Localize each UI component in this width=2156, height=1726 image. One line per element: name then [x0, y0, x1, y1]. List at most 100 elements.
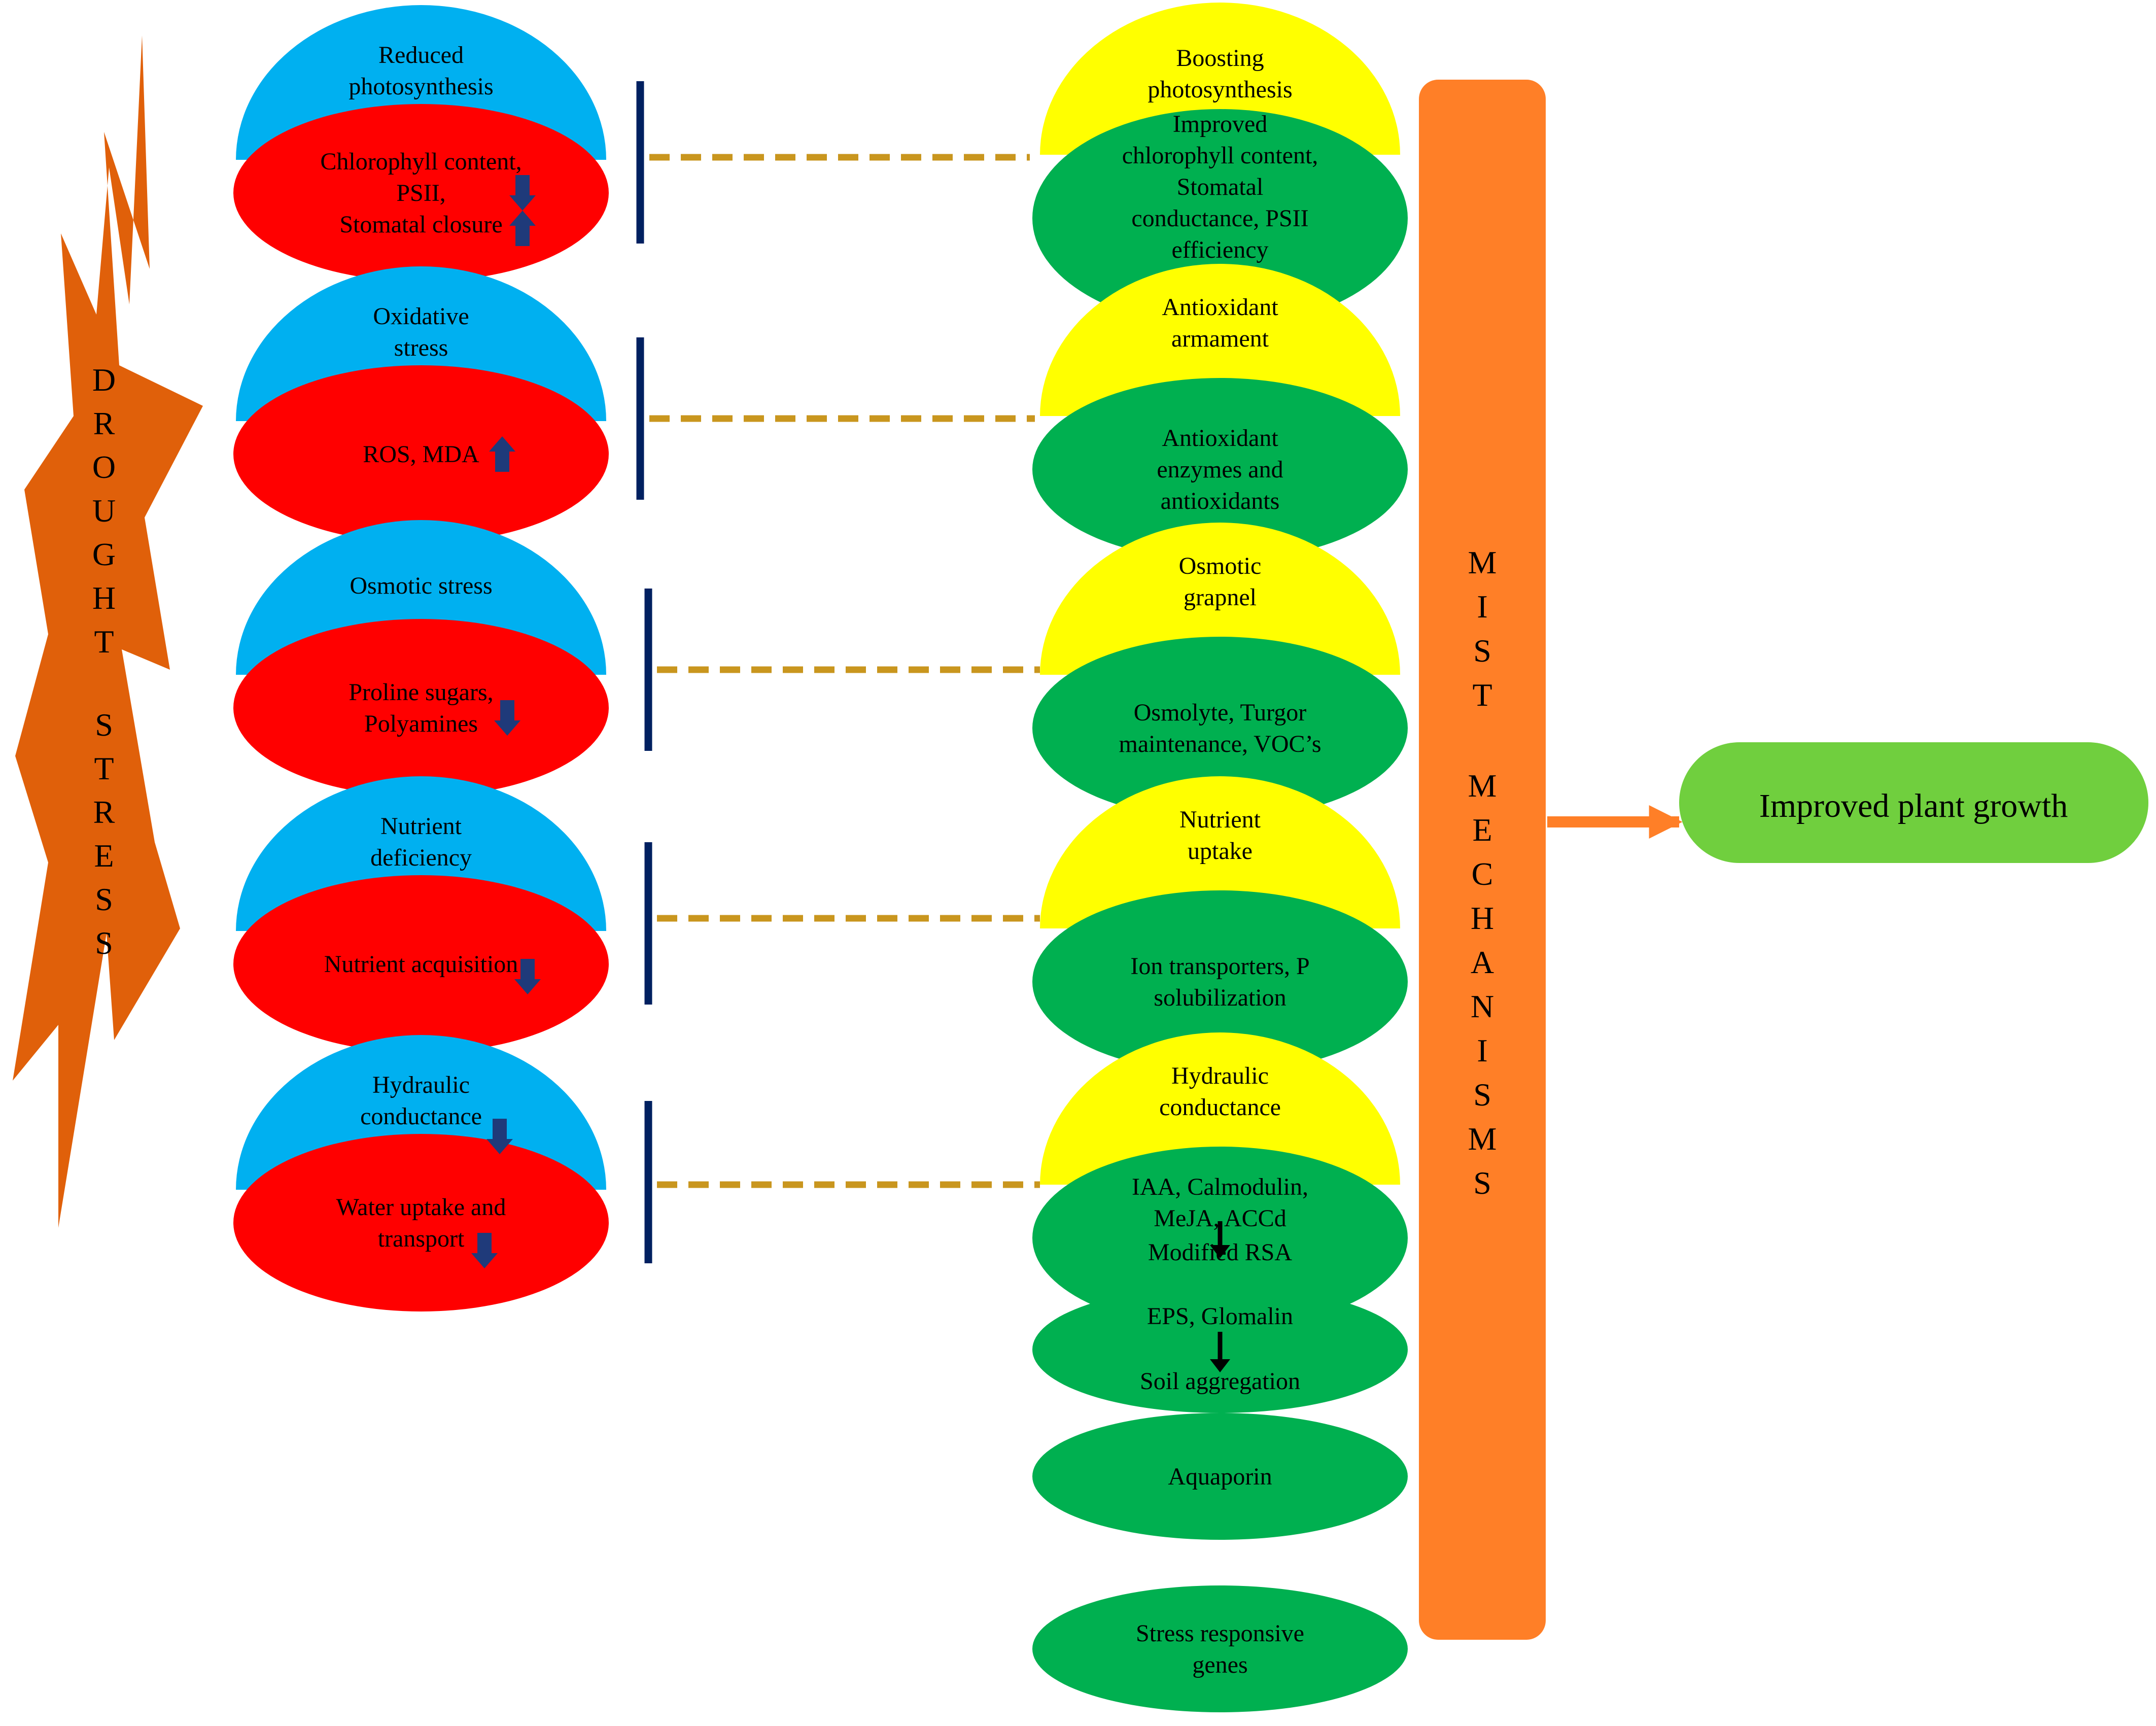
response-base-label: solubilization: [1154, 984, 1286, 1011]
arrow-down-icon: [494, 700, 520, 736]
response-base-label: Osmolyte, Turgor: [1134, 699, 1307, 726]
response-base-label: Ion transporters, P: [1130, 953, 1309, 980]
stress-base: [233, 875, 609, 1053]
drought-letter: S: [95, 925, 113, 961]
dashed-connectors: [649, 154, 1040, 1188]
mechanism-oval: Aquaporin: [1032, 1413, 1408, 1540]
drought-letter: O: [92, 449, 116, 485]
mist-letter: I: [1477, 1032, 1487, 1068]
mist-letter: M: [1468, 768, 1497, 804]
mist-letter: T: [1472, 677, 1492, 713]
response-base-label: Improved: [1173, 111, 1268, 137]
stress-cap-label: deficiency: [370, 844, 472, 871]
response-base-label: IAA, Calmodulin,: [1132, 1173, 1308, 1200]
mechanism-oval-shape: [1032, 1585, 1408, 1712]
stress-cap-label: Oxidative: [373, 303, 469, 330]
outcome-label: Improved plant growth: [1759, 787, 2068, 824]
response-base-label: antioxidants: [1161, 488, 1280, 514]
drought-letter: T: [94, 624, 114, 660]
mechanism-label: genes: [1192, 1651, 1247, 1678]
response-cap-label: Osmotic: [1179, 553, 1262, 579]
mist-letter: H: [1471, 900, 1494, 936]
stress-cap-label: stress: [394, 334, 448, 361]
drought-letter: S: [95, 707, 113, 743]
arrow-down-icon: [509, 175, 536, 211]
response-base: [1032, 378, 1408, 561]
stress-base-label: ROS, MDA: [363, 441, 479, 468]
response-cap-label: photosynthesis: [1147, 76, 1292, 103]
arrow-down-icon: [1210, 1332, 1230, 1372]
response-cap-label: Antioxidant: [1162, 294, 1278, 321]
stress-base: [233, 619, 609, 797]
drought-letter: R: [93, 794, 115, 830]
mist-letter: N: [1471, 988, 1494, 1024]
mechanism-oval-shape: [1032, 1413, 1408, 1540]
stress-base-label: Water uptake and: [336, 1194, 506, 1221]
response-base-label: maintenance, VOC’s: [1119, 731, 1321, 757]
stress-cap-label: Osmotic stress: [350, 572, 492, 599]
mist-letter: M: [1468, 544, 1497, 580]
mist-letter: M: [1468, 1121, 1497, 1157]
stress-cap-label: photosynthesis: [349, 73, 493, 100]
stress-base-label: Nutrient acquisition: [324, 951, 518, 978]
stress-base-label: transport: [378, 1225, 465, 1252]
drought-letter: U: [92, 493, 116, 529]
drought-letter: D: [92, 362, 116, 398]
arrow-down-icon: [471, 1233, 498, 1268]
response-base-label: conductance, PSII: [1131, 205, 1308, 232]
stress-cap-label: Hydraulic: [372, 1072, 470, 1098]
mechanism-label: Stress responsive: [1136, 1620, 1304, 1647]
response-cap: [1040, 264, 1400, 416]
response-base-label: enzymes and: [1157, 456, 1283, 483]
response-base-label: Antioxidant: [1162, 425, 1278, 452]
mist-letter: I: [1477, 589, 1487, 625]
stress-cap-label: Reduced: [378, 42, 464, 68]
stress-base: [233, 1134, 609, 1311]
drought-letter: T: [94, 750, 114, 786]
response-base-label: Stomatal: [1177, 174, 1264, 200]
arrow-down-icon: [514, 959, 541, 994]
stress-base-label: Proline sugars,: [349, 679, 493, 706]
drought-letter: S: [95, 881, 113, 917]
drought-letter: G: [92, 536, 116, 572]
mist-letter: S: [1473, 633, 1491, 669]
stress-cap-label: conductance: [360, 1103, 482, 1130]
response-base: [1032, 109, 1408, 327]
response-base: [1032, 637, 1408, 819]
response-base-label: chlorophyll content,: [1122, 142, 1318, 169]
inhibition-bars: [636, 81, 652, 1263]
drought-letter: H: [92, 580, 116, 616]
response-cap: [1040, 523, 1400, 675]
response-cap-label: Boosting: [1176, 45, 1264, 72]
drought-letter: R: [93, 405, 115, 441]
stress-base: [233, 104, 609, 282]
mechanism-label: Soil aggregation: [1140, 1368, 1300, 1395]
stress-base-label: Stomatal closure: [339, 211, 502, 238]
response-cap-label: Hydraulic: [1171, 1062, 1269, 1089]
outcome-node: Improved plant growth: [1679, 742, 2148, 863]
stress-base-label: Polyamines: [364, 710, 478, 737]
mist-letter: A: [1471, 944, 1494, 980]
stress-cap-label: Nutrient: [380, 813, 462, 840]
response-cap-label: uptake: [1188, 838, 1253, 865]
mechanism-label: Aquaporin: [1168, 1463, 1272, 1490]
response-base: [1032, 890, 1408, 1073]
response-cap: [1040, 776, 1400, 928]
